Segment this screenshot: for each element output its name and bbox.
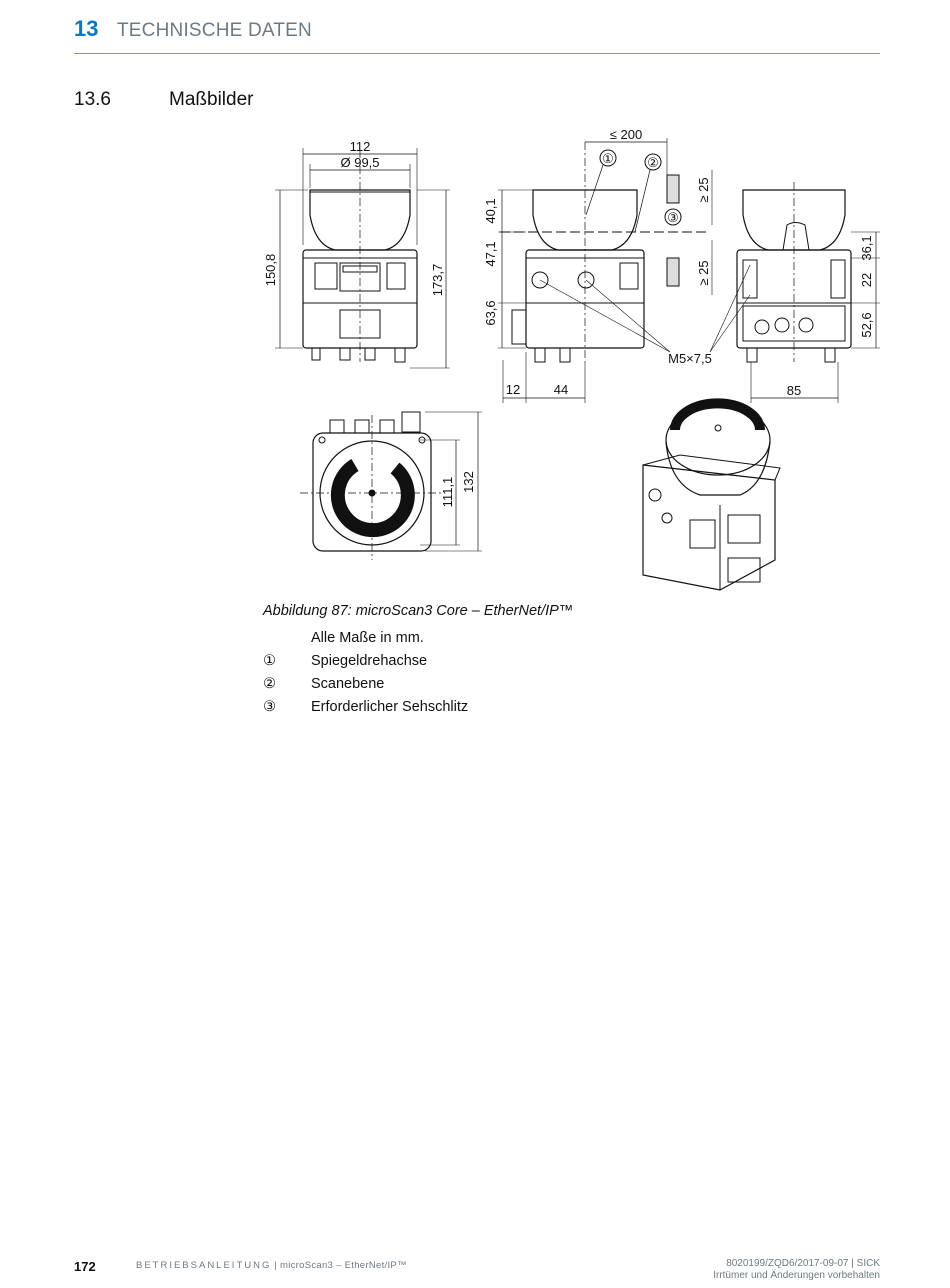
section-title: Maßbilder	[169, 89, 254, 110]
callout-3-label: ③	[667, 210, 679, 225]
callout-1-label: ①	[602, 151, 614, 166]
footer-document-title: BETRIEBSANLEITUNG | microScan3 – EtherNe…	[136, 1260, 407, 1271]
dim-44: 44	[554, 382, 568, 397]
section-number: 13.6	[74, 89, 111, 110]
dim-99-5: Ø 99,5	[340, 155, 379, 170]
dim-slot-top: ≥ 25	[696, 177, 711, 202]
chapter-title: TECHNISCHE DATEN	[117, 20, 312, 41]
dim-40-1: 40,1	[483, 198, 498, 223]
legend-text: Scanebene	[311, 676, 385, 692]
figure-caption: Abbildung 87: microScan3 Core – EtherNet…	[263, 603, 574, 619]
front-view	[275, 148, 450, 369]
dim-reach: ≤ 200	[610, 127, 642, 142]
footer-doc-product: | microScan3 – EtherNet/IP™	[271, 1260, 407, 1271]
legend-number: ②	[263, 676, 276, 692]
back-view	[736, 182, 880, 403]
legend-number: ③	[263, 699, 276, 715]
dim-22: 22	[859, 273, 874, 287]
dim-52-6: 52,6	[859, 312, 874, 337]
isometric-view	[642, 398, 781, 591]
dimension-drawing: 112 Ø 99,5 150,8 173,7 ≤ 200 40,1 47,1 6…	[250, 120, 890, 600]
dim-112: 112	[350, 139, 371, 154]
chapter-number: 13	[74, 16, 99, 41]
dim-63-6: 63,6	[483, 300, 498, 325]
dim-85: 85	[787, 383, 801, 398]
units-note: Alle Maße in mm.	[311, 630, 424, 646]
footer-doc-id: 8020199/ZQD6/2017-09-07 | SICK	[726, 1258, 880, 1269]
dim-12: 12	[506, 382, 520, 397]
footer-doc-type: BETRIEBSANLEITUNG	[136, 1260, 272, 1271]
legend-number: ①	[263, 653, 276, 669]
dim-slot-bottom: ≥ 25	[696, 260, 711, 285]
side-view	[498, 138, 751, 403]
dim-150-8: 150,8	[263, 254, 278, 287]
dim-36-1: 36,1	[859, 235, 874, 260]
legend-text: Spiegeldrehachse	[311, 653, 428, 669]
footer-right: 8020199/ZQD6/2017-09-07 | SICK Irrtümer …	[713, 1258, 880, 1282]
page-number: 172	[74, 1259, 96, 1274]
dim-111-1: 111,1	[440, 477, 455, 508]
dim-thread: M5×7,5	[668, 351, 712, 366]
chapter-header: 13 TECHNISCHE DATEN	[74, 16, 880, 54]
footer-disclaimer: Irrtümer und Änderungen vorbehalten	[713, 1270, 880, 1281]
top-view	[300, 411, 482, 560]
dim-173-7: 173,7	[430, 264, 445, 297]
callout-2-label: ②	[647, 155, 659, 170]
legend-text: Erforderlicher Sehschlitz	[311, 699, 469, 715]
dim-47-1: 47,1	[483, 241, 498, 266]
dim-132: 132	[461, 471, 476, 493]
